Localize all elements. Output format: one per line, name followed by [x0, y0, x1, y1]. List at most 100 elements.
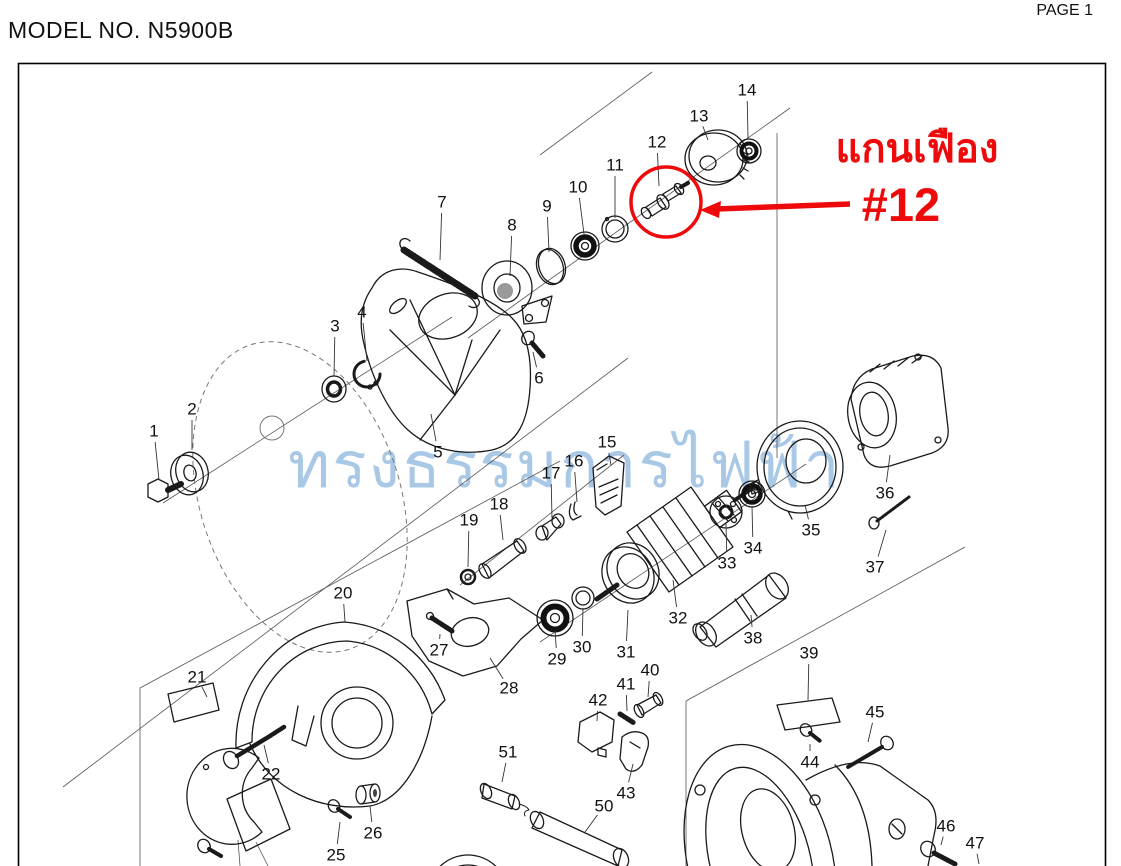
part-number-label-13: 13 — [690, 107, 709, 126]
part-number-label-34: 34 — [744, 539, 763, 558]
leader-line-part-36 — [885, 454, 891, 483]
leader-line-part-4 — [362, 322, 368, 362]
part-number-label-29: 29 — [548, 650, 567, 669]
part-number-label-5: 5 — [433, 443, 442, 462]
part-number-label-12: 12 — [648, 133, 667, 152]
leader-line-part-33 — [725, 523, 728, 553]
part-number-label-2: 2 — [187, 400, 196, 419]
leader-line-part-47 — [976, 853, 980, 865]
cord-guard-part50 — [529, 810, 630, 866]
part-number-label-16: 16 — [565, 452, 584, 471]
leader-line-part-18 — [499, 514, 504, 541]
part-number-labels: 1234567891011121314151617181920212225262… — [149, 81, 984, 865]
part-number-label-9: 9 — [542, 197, 551, 216]
leader-line-part-31 — [626, 609, 629, 642]
washer-part19 — [459, 568, 477, 586]
leader-line-part-17 — [550, 483, 553, 519]
leader-line-part-25 — [336, 821, 341, 845]
bolt-part22 — [222, 724, 287, 770]
part-number-label-31: 31 — [617, 643, 636, 662]
part-number-label-43: 43 — [617, 784, 636, 803]
brush-cap-screw-part46 — [920, 840, 958, 866]
pin-part18 — [478, 538, 527, 579]
leader-line-part-34 — [751, 505, 754, 538]
trigger-part43 — [619, 731, 650, 772]
part-number-label-18: 18 — [490, 495, 509, 514]
red-annotation: แกนเฟือง #12 — [629, 127, 999, 239]
part-number-label-10: 10 — [569, 178, 588, 197]
part-number-label-21: 21 — [188, 668, 207, 687]
part-number-label-1: 1 — [149, 422, 158, 441]
leader-line-part-37 — [877, 529, 887, 557]
outer-flange-part2 — [170, 451, 209, 496]
snap-ring-part11 — [601, 215, 629, 243]
diagram-border — [17, 62, 1107, 866]
lever-fork-part28 — [406, 588, 544, 677]
annotation-arrow-shaft — [715, 201, 851, 212]
leader-line-part-5 — [430, 413, 437, 442]
cam-pin-part40 — [633, 691, 664, 719]
motor-housing — [683, 743, 937, 866]
leader-line-part-26 — [369, 805, 373, 823]
screw-part44 — [799, 723, 822, 743]
hex-bolt-part1 — [147, 478, 184, 503]
fan-cover-part35 — [749, 420, 844, 520]
tension-spring-part7 — [399, 237, 480, 309]
part-number-label-6: 6 — [534, 369, 543, 388]
annotation-part-name-thai: แกนเฟือง — [836, 127, 999, 171]
leader-line-part-16 — [574, 471, 578, 503]
o-ring-part9 — [535, 247, 567, 286]
leader-line-part-43 — [628, 763, 634, 783]
part-number-label-11: 11 — [606, 156, 624, 175]
annotation-part-ref: #12 — [862, 178, 940, 231]
part-number-label-19: 19 — [460, 511, 479, 530]
ball-bearing-part10 — [570, 231, 600, 261]
leader-line-part-45 — [867, 722, 873, 743]
model-number-title: MODEL NO. N5900B — [8, 17, 234, 43]
part-number-label-30: 30 — [573, 638, 592, 657]
part-number-label-3: 3 — [330, 317, 339, 336]
spring-screw-part27 — [425, 611, 455, 634]
page-number: PAGE 1 — [1036, 2, 1093, 19]
construction-lines — [62, 71, 966, 866]
leader-line-part-39 — [807, 663, 810, 701]
part-number-label-25: 25 — [327, 846, 346, 865]
spacer-part26 — [355, 783, 381, 805]
screw-part6 — [521, 330, 546, 359]
leader-line-part-50 — [584, 814, 598, 833]
part-number-label-47: 47 — [966, 834, 985, 853]
leader-line-part-28 — [489, 657, 504, 679]
leader-line-part-40 — [647, 680, 650, 698]
blade-case-part5 — [360, 268, 532, 453]
retaining-ring-part4 — [352, 359, 382, 390]
leader-line-part-41 — [625, 694, 628, 712]
part-number-label-39: 39 — [800, 644, 819, 663]
part-number-label-26: 26 — [364, 824, 383, 843]
dust-cover-arc — [186, 747, 263, 845]
leader-line-part-29 — [554, 629, 557, 649]
bearing-retainer-part8 — [481, 260, 553, 325]
annotation-arrow-head — [700, 201, 721, 218]
part-number-label-4: 4 — [357, 303, 366, 322]
part-number-label-15: 15 — [598, 433, 617, 452]
leader-line-part-35 — [804, 504, 809, 520]
spring-part41 — [617, 711, 637, 726]
part-number-label-44: 44 — [801, 753, 820, 772]
leader-line-part-6 — [532, 351, 537, 368]
part-number-label-32: 32 — [669, 609, 688, 628]
part-number-label-36: 36 — [876, 484, 895, 503]
leader-line-part-19 — [467, 530, 470, 568]
highlight-circle-part12 — [629, 165, 703, 239]
part-number-label-41: 41 — [617, 675, 636, 694]
long-screw-part37 — [868, 495, 911, 530]
switch-block-part42 — [577, 711, 615, 758]
gear-case-hub-clipped — [439, 854, 497, 866]
leader-line-part-10 — [578, 197, 585, 235]
part-number-label-7: 7 — [437, 193, 446, 212]
part-number-label-27: 27 — [430, 641, 449, 660]
leader-line-part-3 — [333, 336, 336, 377]
cord-clip-part51 — [479, 782, 530, 817]
part-number-label-40: 40 — [641, 661, 660, 680]
